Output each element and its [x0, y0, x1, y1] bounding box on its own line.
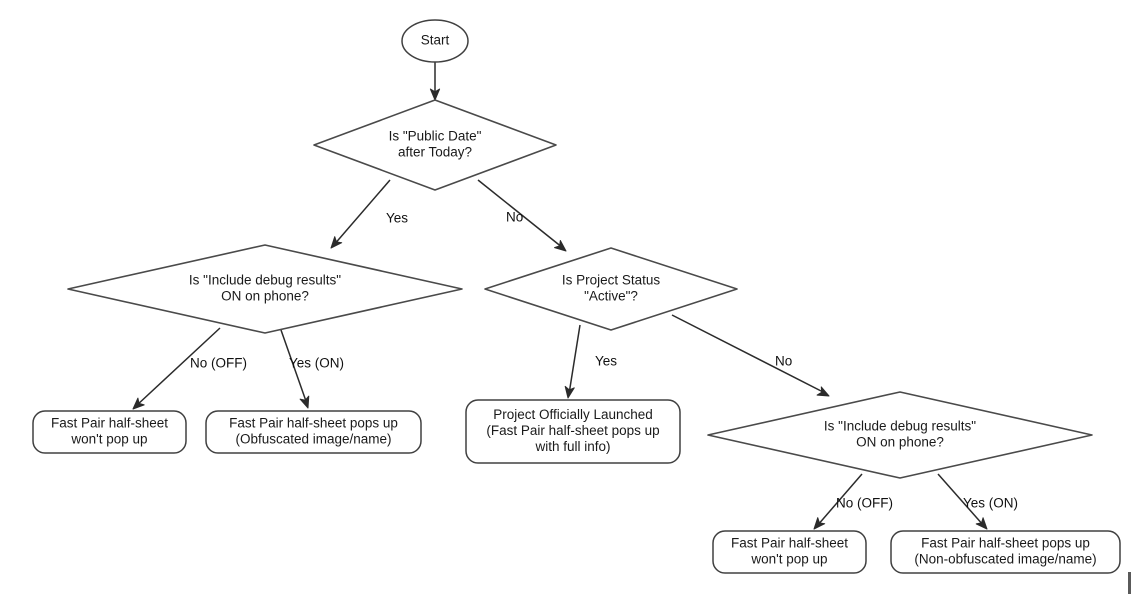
node-start[interactable]: Start	[401, 19, 469, 63]
arrowhead-icon	[816, 386, 830, 397]
node-diamond	[313, 99, 557, 191]
decorations-layer	[1128, 572, 1131, 594]
node-label-line: ON on phone?	[221, 289, 309, 304]
node-decision_public_date[interactable]: Is "Public Date"after Today?	[313, 99, 557, 191]
edge-line	[280, 329, 308, 405]
node-diamond	[484, 247, 738, 331]
edge-label: No (OFF)	[190, 356, 247, 371]
edge-decision_project_status-to-decision_debug_right: No	[671, 314, 830, 397]
edge-line	[332, 179, 391, 247]
arrowhead-icon	[330, 236, 343, 249]
node-label-line: Project Officially Launched	[493, 407, 653, 422]
node-label-line: with full info)	[534, 439, 610, 454]
node-label-line: (Obfuscated image/name)	[235, 432, 391, 447]
edge-start-to-decision_public_date	[429, 62, 441, 101]
edge-decision_debug_right-to-result_right_on: Yes (ON)	[937, 473, 1018, 530]
edge-label: Yes	[595, 354, 617, 369]
edge-line	[937, 473, 985, 527]
node-label-line: (Fast Pair half-sheet pops up	[486, 423, 659, 438]
node-rounded-rect	[465, 399, 681, 464]
arrowhead-icon	[429, 88, 441, 101]
node-label-line: Fast Pair half-sheet pops up	[229, 416, 398, 431]
node-label-line: Fast Pair half-sheet	[51, 416, 168, 431]
edge-decision_debug_left-to-result_left_off: No (OFF)	[132, 327, 247, 410]
node-rounded-rect	[712, 530, 867, 574]
edge-label: No	[775, 354, 792, 369]
arrowhead-icon	[132, 397, 145, 410]
right-edge-tick	[1128, 572, 1131, 594]
node-ellipse	[401, 19, 469, 63]
node-label-line: after Today?	[398, 145, 472, 160]
nodes-layer: Start Is "Public Date"after Today? Is "Inc…	[32, 19, 1121, 574]
edge-line	[135, 327, 221, 407]
edge-line	[816, 473, 863, 527]
node-decision_debug_right[interactable]: Is "Include debug results"ON on phone?	[707, 391, 1093, 479]
arrowhead-icon	[564, 385, 575, 399]
node-result_launched[interactable]: Project Officially Launched(Fast Pair ha…	[465, 399, 681, 464]
edge-label: No	[506, 210, 523, 225]
edge-line	[477, 179, 564, 249]
node-decision_debug_left[interactable]: Is "Include debug results"ON on phone?	[67, 244, 463, 334]
edge-decision_project_status-to-result_launched: Yes	[564, 324, 617, 399]
edge-decision_debug_right-to-result_right_off: No (OFF)	[813, 473, 893, 530]
node-label-line: Start	[421, 33, 450, 48]
edge-label: Yes	[386, 211, 408, 226]
edge-decision_public_date-to-decision_project_status: No	[477, 179, 567, 252]
node-result_left_on[interactable]: Fast Pair half-sheet pops up(Obfuscated …	[205, 410, 422, 454]
node-label-line: (Non-obfuscated image/name)	[914, 552, 1096, 567]
arrowhead-icon	[554, 240, 567, 252]
arrowhead-icon	[813, 517, 826, 530]
node-rounded-rect	[890, 530, 1121, 574]
edge-label: No (OFF)	[836, 496, 893, 511]
edge-line	[671, 314, 826, 394]
edge-decision_public_date-to-decision_debug_left: Yes	[330, 179, 408, 249]
node-label-line: Is "Include debug results"	[189, 273, 341, 288]
node-label-line: Is Project Status	[562, 273, 661, 288]
node-label-line: Fast Pair half-sheet pops up	[921, 536, 1090, 551]
node-label-line: Is "Public Date"	[389, 129, 482, 144]
node-label-line: Fast Pair half-sheet	[731, 536, 848, 551]
node-decision_project_status[interactable]: Is Project Status"Active"?	[484, 247, 738, 331]
node-label-line: won't pop up	[750, 552, 827, 567]
edge-decision_debug_left-to-result_left_on: Yes (ON)	[280, 329, 344, 409]
node-result_right_on[interactable]: Fast Pair half-sheet pops up(Non-obfusca…	[890, 530, 1121, 574]
node-label-line: won't pop up	[70, 432, 147, 447]
edge-label: Yes (ON)	[963, 496, 1018, 511]
node-diamond	[707, 391, 1093, 479]
node-label-line: Is "Include debug results"	[824, 419, 976, 434]
arrowhead-icon	[299, 395, 310, 409]
edge-label: Yes (ON)	[289, 356, 344, 371]
arrowhead-icon	[975, 517, 988, 530]
node-rounded-rect	[205, 410, 422, 454]
node-diamond	[67, 244, 463, 334]
node-rounded-rect	[32, 410, 187, 454]
node-label-line: "Active"?	[584, 289, 638, 304]
node-label-line: ON on phone?	[856, 435, 944, 450]
edge-line	[568, 324, 581, 395]
